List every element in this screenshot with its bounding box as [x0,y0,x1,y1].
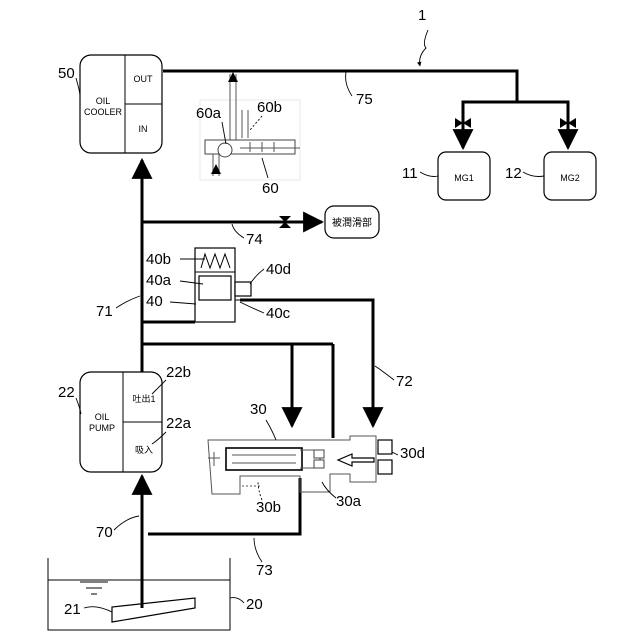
switch-30d-label: 30d [400,445,425,462]
motor-generator-1: MG1 [438,152,490,200]
oil-pump: OIL PUMP 吐出1 吸入 [80,372,162,472]
pump-discharge: 吐出1 [132,393,155,404]
relief-40b-label: 40b [146,251,171,268]
line-71-label: 71 [96,303,113,320]
line-73-label: 73 [256,562,273,579]
relief-40-label: 40 [146,293,163,310]
line-75-label: 75 [356,91,373,108]
mg2-name: MG2 [560,173,580,183]
oil-cooler-out: OUT [134,74,154,84]
switch-30a-label: 30a [336,493,362,510]
oil-cooler-name-2: COOLER [84,107,123,117]
line-70-label: 70 [96,524,113,541]
oil-cooler-ref: 50 [58,65,75,82]
strainer-ref: 21 [64,601,81,618]
valve-60-label: 60 [262,180,279,197]
pump-intake: 吸入 [135,445,153,455]
mg1-name: MG1 [454,173,474,183]
motor-generator-2: MG2 [544,152,596,200]
pump-22b-label: 22b [166,364,191,381]
switch-30b-label: 30b [256,499,281,516]
valve-60a-label: 60a [196,105,222,122]
pump-name-1: OIL [95,412,110,422]
relief-40c-label: 40c [266,305,291,322]
mg2-ref: 12 [505,165,522,182]
pump-22a-label: 22a [166,415,192,432]
pump-ref: 22 [58,384,75,401]
line-72-label: 72 [396,373,413,390]
tank-ref: 20 [246,596,263,613]
valve-60b-label: 60b [257,99,282,116]
lubricated-part: 被潤滑部 [325,206,379,238]
pump-name-2: PUMP [89,423,115,433]
oil-cooler-name-1: OIL [96,96,111,106]
relief-40a-label: 40a [146,272,172,289]
strainer [112,598,195,622]
switching-valve-sketch [208,436,392,494]
thermo-valve-sketch [200,72,300,180]
oil-cooler: OIL COOLER OUT IN [80,55,162,153]
line-74-label: 74 [246,231,263,248]
switch-30-label: 30 [250,401,267,418]
oil-tank [48,558,230,630]
lubricated-part-label: 被潤滑部 [332,216,372,229]
oil-cooler-in: IN [139,124,148,134]
check-valve-symbols [279,118,576,228]
mg1-ref: 11 [402,165,418,182]
relief-40d-label: 40d [266,261,291,278]
system-ref: 1 [418,7,426,24]
